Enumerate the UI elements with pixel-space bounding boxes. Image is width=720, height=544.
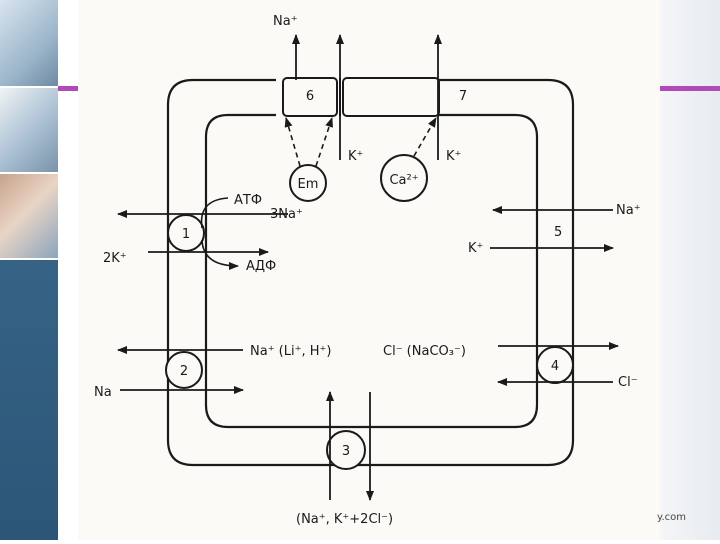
atf-label: АТФ xyxy=(234,193,262,208)
ca-circle xyxy=(380,154,428,202)
site-fragment-text: y.com xyxy=(657,512,687,523)
na-left-label: Na xyxy=(94,385,112,400)
cotransport-label: (Na⁺, K⁺+2Cl⁻) xyxy=(296,512,393,527)
decor-photo-medic xyxy=(0,0,58,88)
atf-curve xyxy=(200,197,229,229)
na-top-label: Na⁺ xyxy=(273,14,298,29)
em-dashed-arrow-right xyxy=(315,117,333,167)
decor-photo-hands xyxy=(0,174,58,260)
transporter-4-label: 4 xyxy=(551,359,559,374)
pump-1 xyxy=(167,214,205,252)
em-dashed-arrow-left xyxy=(284,117,301,167)
k-right-label: K⁺ xyxy=(468,241,483,256)
k-label-6: K⁺ xyxy=(348,149,363,164)
transporter-2 xyxy=(165,351,203,389)
right-background xyxy=(660,0,720,540)
ca-label: Ca²⁺ xyxy=(389,173,418,188)
accent-line-left xyxy=(58,86,78,91)
na-right-label: Na⁺ xyxy=(616,203,641,218)
transporter-5-label: 5 xyxy=(554,225,562,240)
channel-6-label: 6 xyxy=(306,89,314,104)
antiport-na-label: Na⁺ (Li⁺, H⁺) xyxy=(250,344,331,359)
two-k-label: 2K⁺ xyxy=(103,251,127,266)
transporter-4 xyxy=(536,346,574,384)
diagram-scan: 6 7 Na⁺ K⁺ K⁺ Em Ca²⁺ 1 АТФ 3Na⁺ 2K⁺ АДФ… xyxy=(78,0,660,540)
em-label: Em xyxy=(298,177,319,192)
cell-membrane-diagram: 6 7 Na⁺ K⁺ K⁺ Em Ca²⁺ 1 АТФ 3Na⁺ 2K⁺ АДФ… xyxy=(94,14,641,527)
three-na-label: 3Na⁺ xyxy=(270,207,303,222)
em-circle xyxy=(289,164,327,202)
accent-line-right xyxy=(660,86,720,91)
antiport-cl-label: Cl⁻ (NaCO₃⁻) xyxy=(383,344,466,359)
transporter-3-label: 3 xyxy=(342,444,350,459)
channel-6 xyxy=(282,77,338,117)
adf-label: АДФ xyxy=(246,259,276,274)
decor-photo-doctor xyxy=(0,88,58,174)
transporter-3 xyxy=(326,430,366,470)
adf-curve xyxy=(201,239,239,270)
channel-7-label: 7 xyxy=(459,89,467,104)
ca-dashed-arrow xyxy=(413,117,437,157)
pump-1-label: 1 xyxy=(182,227,190,242)
channel-block xyxy=(342,77,440,117)
transporter-2-label: 2 xyxy=(180,364,188,379)
cl-right-label: Cl⁻ xyxy=(618,375,638,390)
left-decor-strip xyxy=(0,0,58,540)
k-label-7: K⁺ xyxy=(446,149,461,164)
